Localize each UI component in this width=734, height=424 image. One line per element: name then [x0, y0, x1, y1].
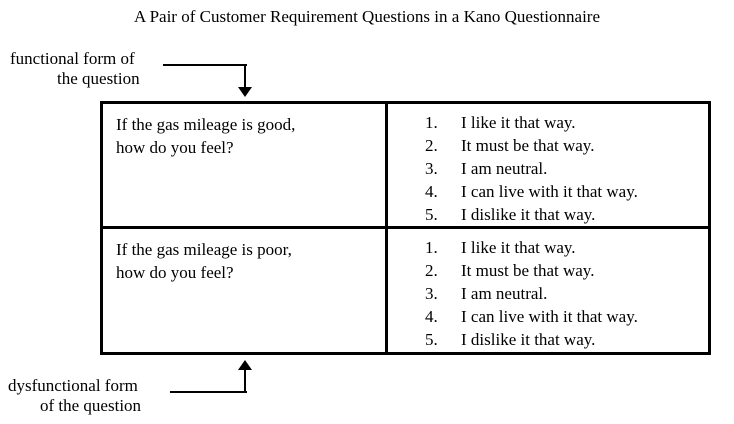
arrow-down-icon	[238, 87, 252, 97]
functional-form-label-line1: functional form of	[10, 49, 135, 68]
option-number: 3.	[425, 159, 438, 178]
question-text-line1: If the gas mileage is poor,	[116, 240, 292, 259]
option-item: 1. I like it that way.	[425, 236, 704, 259]
option-item: 4. I can live with it that way.	[425, 180, 704, 203]
option-text: I like it that way.	[461, 238, 576, 257]
dysfunctional-form-label-line2: of the question	[40, 396, 142, 415]
question-text-line2: how do you feel?	[116, 263, 234, 282]
dysfunctional-question-cell: If the gas mileage is poor, how do you f…	[103, 229, 388, 352]
option-text: I dislike it that way.	[461, 205, 596, 224]
option-text: I can live with it that way.	[461, 182, 638, 201]
dysfunctional-form-label-line1: dysfunctional form	[8, 376, 138, 395]
option-text: I can live with it that way.	[461, 307, 638, 326]
option-text: I am neutral.	[461, 159, 548, 178]
option-number: 1.	[425, 238, 438, 257]
arrow-up-icon	[238, 360, 252, 370]
dysfunctional-connector-vertical-line	[244, 370, 246, 393]
option-item: 3. I am neutral.	[425, 157, 704, 180]
question-text-line2: how do you feel?	[116, 138, 234, 157]
question-text-line1: If the gas mileage is good,	[116, 115, 296, 134]
option-number: 4.	[425, 307, 438, 326]
option-number: 5.	[425, 205, 438, 224]
option-item: 5. I dislike it that way.	[425, 203, 704, 226]
option-number: 4.	[425, 182, 438, 201]
option-text: I am neutral.	[461, 284, 548, 303]
option-item: 1. I like it that way.	[425, 111, 704, 134]
functional-form-label-line2: the question	[57, 69, 140, 88]
option-item: 2. It must be that way.	[425, 259, 704, 282]
option-text: I like it that way.	[461, 113, 576, 132]
figure-title: A Pair of Customer Requirement Questions…	[134, 7, 600, 26]
option-number: 5.	[425, 330, 438, 349]
option-item: 5. I dislike it that way.	[425, 328, 704, 351]
functional-connector-underline	[163, 64, 247, 66]
option-item: 3. I am neutral.	[425, 282, 704, 305]
option-text: It must be that way.	[461, 136, 595, 155]
dysfunctional-options-cell: 1. I like it that way. 2. It must be that …	[388, 229, 708, 352]
option-item: 4. I can live with it that way.	[425, 305, 704, 328]
dysfunctional-connector-underline	[170, 391, 247, 393]
option-item: 2. It must be that way.	[425, 134, 704, 157]
option-number: 2.	[425, 136, 438, 155]
functional-question-cell: If the gas mileage is good, how do you f…	[103, 104, 388, 229]
functional-connector-vertical-line	[244, 64, 246, 88]
functional-options-cell: 1. I like it that way. 2. It must be that …	[388, 104, 708, 229]
option-text: It must be that way.	[461, 261, 595, 280]
option-number: 3.	[425, 284, 438, 303]
option-number: 2.	[425, 261, 438, 280]
option-text: I dislike it that way.	[461, 330, 596, 349]
kano-question-table: If the gas mileage is good, how do you f…	[100, 101, 711, 355]
option-number: 1.	[425, 113, 438, 132]
